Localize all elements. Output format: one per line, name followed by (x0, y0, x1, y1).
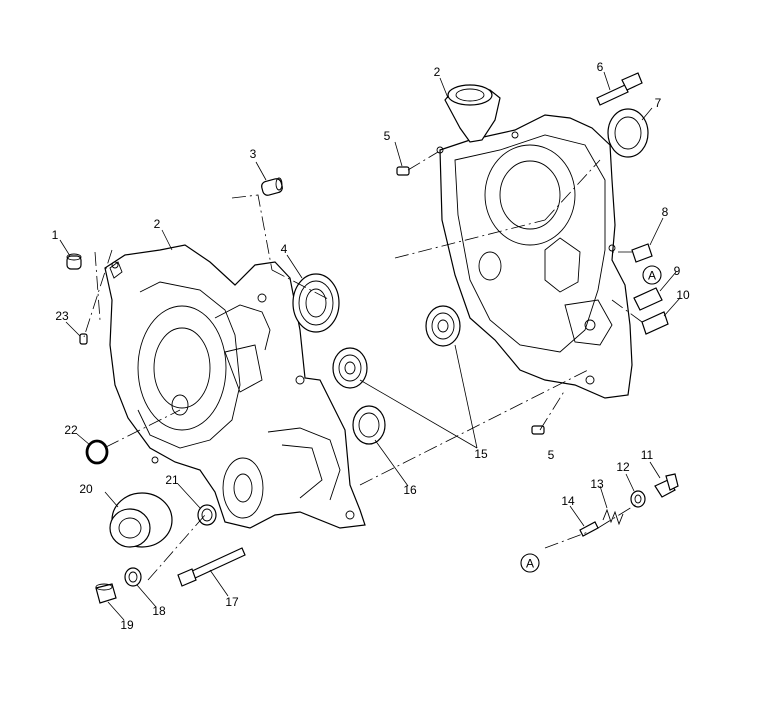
callout-23: 23 (55, 309, 69, 323)
callout-13: 13 (590, 477, 604, 491)
callout-10: 10 (676, 288, 690, 302)
callout-6: 6 (597, 60, 604, 74)
part-18-washer (124, 567, 142, 587)
assembly-lines (83, 151, 643, 581)
part-19-drain-plug (95, 583, 117, 604)
reference-mark-a-upper-label: A (648, 269, 656, 283)
part-17-bolt (177, 547, 246, 587)
part-15-bearing-right (425, 305, 461, 347)
leader-lines (59, 71, 681, 621)
callout-21: 21 (165, 473, 179, 487)
part-9-fitting (633, 287, 663, 311)
part-16-bearing (352, 405, 386, 445)
part-12-washer (630, 490, 646, 508)
callout-11: 11 (641, 448, 654, 462)
part-1-cap (66, 253, 82, 270)
part-23-pin (79, 333, 88, 345)
callout-4: 4 (281, 242, 288, 256)
part-4-bearing (292, 273, 340, 333)
part-10-fitting (641, 311, 669, 335)
callout-22: 22 (64, 423, 78, 437)
right-crankcase-half (436, 84, 633, 399)
left-crankcase-half (104, 244, 366, 529)
callout-18: 18 (152, 604, 166, 618)
reference-mark-a-lower-label: A (526, 557, 534, 571)
callout-1: 1 (52, 228, 59, 242)
callout-20: 20 (79, 482, 93, 496)
callout-5-lower: 5 (548, 448, 555, 462)
callout-8: 8 (662, 205, 669, 219)
part-15-bearing-middle (332, 347, 368, 389)
callout-3: 3 (250, 147, 257, 161)
callout-15: 15 (474, 447, 488, 461)
callout-5-upper: 5 (384, 129, 391, 143)
part-6-bolt (596, 72, 643, 106)
part-22-o-ring (85, 439, 109, 465)
part-7-seal (607, 108, 649, 158)
callout-14: 14 (561, 494, 575, 508)
part-5-dowel-upper (396, 166, 410, 176)
reference-mark-a-upper: A (642, 265, 662, 285)
part-8-sleeve (631, 243, 653, 263)
callout-2-left: 2 (154, 217, 161, 231)
callout-19: 19 (120, 618, 134, 632)
callout-2-right: 2 (434, 65, 441, 79)
part-3-dowel (261, 177, 283, 196)
part-11-plug (654, 473, 679, 498)
part-21-seal (197, 504, 217, 526)
callout-16: 16 (403, 483, 417, 497)
part-20-pulley (109, 492, 173, 548)
callout-17: 17 (225, 595, 239, 609)
reference-mark-a-lower: A (520, 553, 540, 573)
callout-labels: 1 2 2 3 4 5 5 6 7 8 9 10 11 12 13 14 15 … (52, 60, 690, 632)
callout-12: 12 (616, 460, 630, 474)
callout-7: 7 (655, 96, 662, 110)
part-13-spring (602, 508, 624, 526)
callout-9: 9 (674, 264, 681, 278)
